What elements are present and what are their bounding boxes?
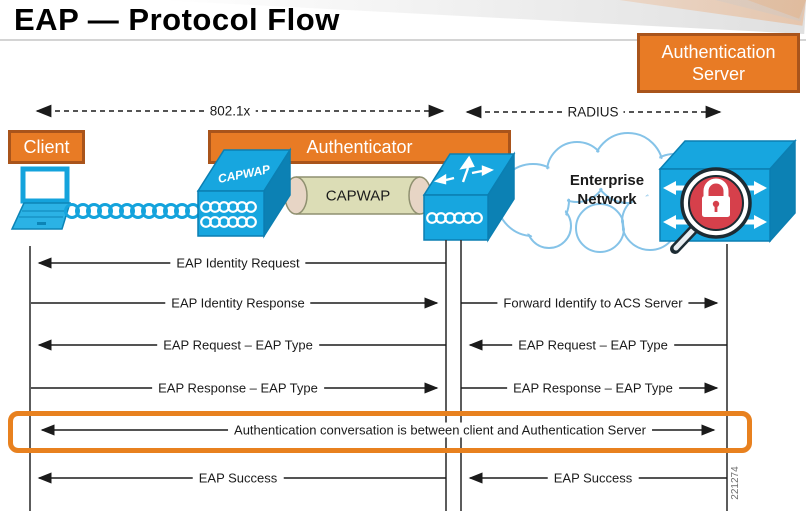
lock-icon [702,178,730,217]
message-arrows [31,257,727,484]
laptop-icon [10,166,72,230]
controller-arrows-icon [433,155,494,185]
lifelines [29,240,728,511]
figure-id: 221274 [730,466,741,500]
title-divider [0,39,806,41]
authentication-server-box: Authentication Server [637,33,800,93]
authenticator-label: Authenticator [306,136,413,157]
wlan-controller-icon [422,151,516,243]
acs-server-icon [658,139,797,254]
client-box: Client [8,130,85,164]
capwap-tunnel-icon [284,176,432,215]
page-title: EAP — Protocol Flow [14,2,340,37]
authentication-server-label: Authentication Server [661,41,776,85]
client-label: Client [23,136,70,157]
capwap-ap-icon: CAPWAP [196,147,292,239]
wireless-coil-icon [64,203,201,219]
